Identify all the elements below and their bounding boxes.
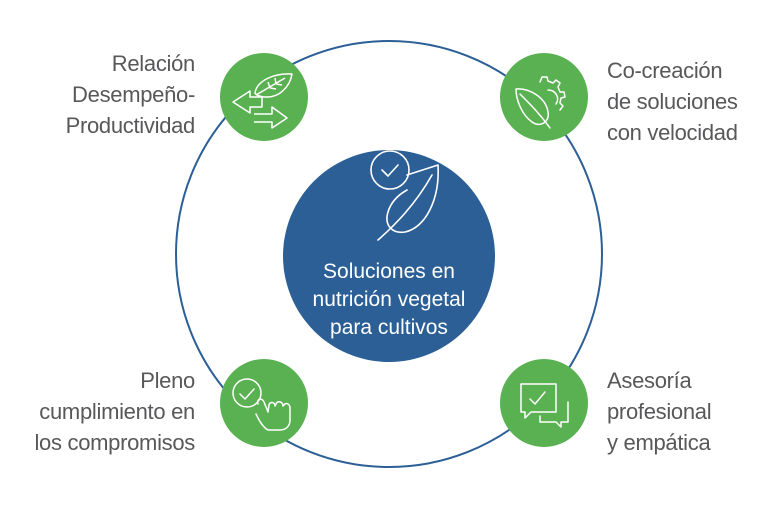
label-line: Co-creación xyxy=(607,58,723,83)
leaf-arrows-icon xyxy=(232,73,293,129)
hand-check-icon xyxy=(232,378,291,431)
label-line: cumplimiento en xyxy=(39,399,195,424)
label-pleno: Pleno cumplimiento en los compromisos xyxy=(34,365,195,458)
label-cocreacion: Co-creación de soluciones con velocidad xyxy=(607,55,738,148)
label-line: los compromisos xyxy=(34,430,195,455)
item-circle-3 xyxy=(220,359,308,447)
outer-ring xyxy=(175,40,603,468)
label-line: Asesoría xyxy=(607,368,692,393)
label-line: y empática xyxy=(607,430,711,455)
leaf-check-icon xyxy=(370,150,439,241)
center-circle xyxy=(283,150,495,362)
center-line: para cultivos xyxy=(330,316,448,339)
item-circle-1 xyxy=(220,53,308,141)
label-line: de soluciones xyxy=(607,89,738,114)
label-line: Relación xyxy=(111,51,196,76)
center-title: Soluciones en nutrición vegetal para cul… xyxy=(284,258,494,342)
label-line: con velocidad xyxy=(607,120,738,145)
label-asesoria: Asesoría profesional y empática xyxy=(607,365,712,458)
label-line: Pleno xyxy=(140,368,195,393)
center-line: nutrición vegetal xyxy=(312,288,466,311)
label-line: Productividad xyxy=(65,113,196,138)
label-line: Desempeño- xyxy=(72,82,195,107)
label-line: profesional xyxy=(607,399,712,424)
label-relacion: Relación Desempeño- Productividad xyxy=(65,48,196,141)
chat-check-icon xyxy=(520,383,569,428)
leaf-gear-icon xyxy=(515,76,566,129)
item-circle-4 xyxy=(500,359,588,447)
center-line: Soluciones en xyxy=(323,260,455,283)
item-circle-2 xyxy=(500,53,588,141)
